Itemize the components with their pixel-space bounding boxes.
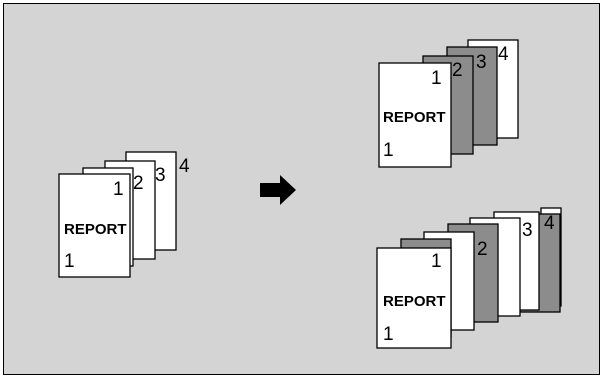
top-cover-title: REPORT (383, 109, 446, 126)
diagram-canvas: 4 3 2 1 REPORT 1 4 3 2 1 REPORT 1 4 3 2 (58, 39, 562, 349)
source-cover-footer: 1 (64, 251, 75, 272)
top-cover-number: 1 (431, 68, 442, 89)
right-arrow-icon (260, 175, 296, 205)
source-sheet-4-number: 4 (179, 156, 190, 177)
bottom-sheet-3-number: 3 (522, 220, 533, 241)
top-cover-footer: 1 (383, 140, 394, 161)
top-cover-sheet (378, 62, 452, 168)
source-cover-sheet (58, 173, 131, 278)
result-stack-top: 4 3 2 1 REPORT 1 (378, 39, 519, 168)
top-sheet-2-number: 2 (452, 60, 463, 81)
top-sheet-3-number: 3 (476, 52, 487, 73)
source-cover-number: 1 (113, 179, 124, 200)
bottom-cover-number: 1 (431, 251, 442, 272)
source-stack: 4 3 2 1 REPORT 1 (58, 151, 190, 278)
source-cover-title: REPORT (64, 221, 127, 238)
source-sheet-2-number: 2 (133, 173, 144, 194)
bottom-sheet-4-number: 4 (544, 213, 555, 234)
copy-output-diagram: 4 3 2 1 REPORT 1 4 3 2 1 REPORT 1 4 3 2 (3, 3, 600, 375)
result-stack-bottom: 4 3 2 1 REPORT 1 (376, 207, 562, 349)
bottom-sheet-2-number: 2 (477, 239, 488, 260)
source-sheet-3-number: 3 (155, 165, 166, 186)
bottom-cover-title: REPORT (383, 293, 446, 310)
bottom-cover-sheet (376, 247, 452, 349)
bottom-cover-footer: 1 (383, 324, 394, 345)
top-sheet-4-number: 4 (498, 44, 509, 65)
